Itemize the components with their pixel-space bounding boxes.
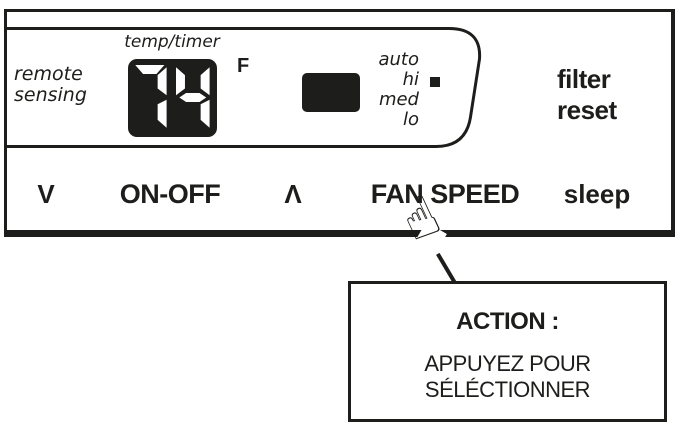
fan-speed-legend: auto hi med lo (340, 50, 419, 130)
callout-title: ACTION : (456, 308, 559, 335)
temperature-display (128, 59, 217, 137)
active-speed-indicator (430, 77, 440, 87)
temp-down-button[interactable]: V (37, 179, 55, 209)
fan-speed-option-hi: hi (402, 69, 419, 90)
temp-up-button[interactable]: Λ (284, 179, 302, 209)
callout-body: APPUYEZ POUR SÉLÉCTIONNER (424, 351, 591, 402)
fan-speed-option-med: med (378, 89, 419, 110)
fan-speed-option-lo: lo (402, 109, 419, 130)
filter-reset-button[interactable]: filter reset (557, 64, 617, 125)
fan-speed-button[interactable]: FAN SPEED (370, 179, 520, 209)
seven-segment-digits (135, 65, 210, 128)
temp-timer-label: temp/timer (124, 32, 220, 52)
action-callout: ACTION : APPUYEZ POUR SÉLÉCTIONNER (348, 281, 667, 422)
fahrenheit-unit-label: F (237, 55, 250, 77)
sleep-button[interactable]: sleep (563, 179, 631, 209)
fan-speed-option-auto: auto (378, 49, 419, 70)
mode-indicator-window (302, 73, 360, 112)
on-off-button[interactable]: ON-OFF (119, 179, 221, 209)
remote-sensing-label: remote sensing (14, 63, 87, 106)
